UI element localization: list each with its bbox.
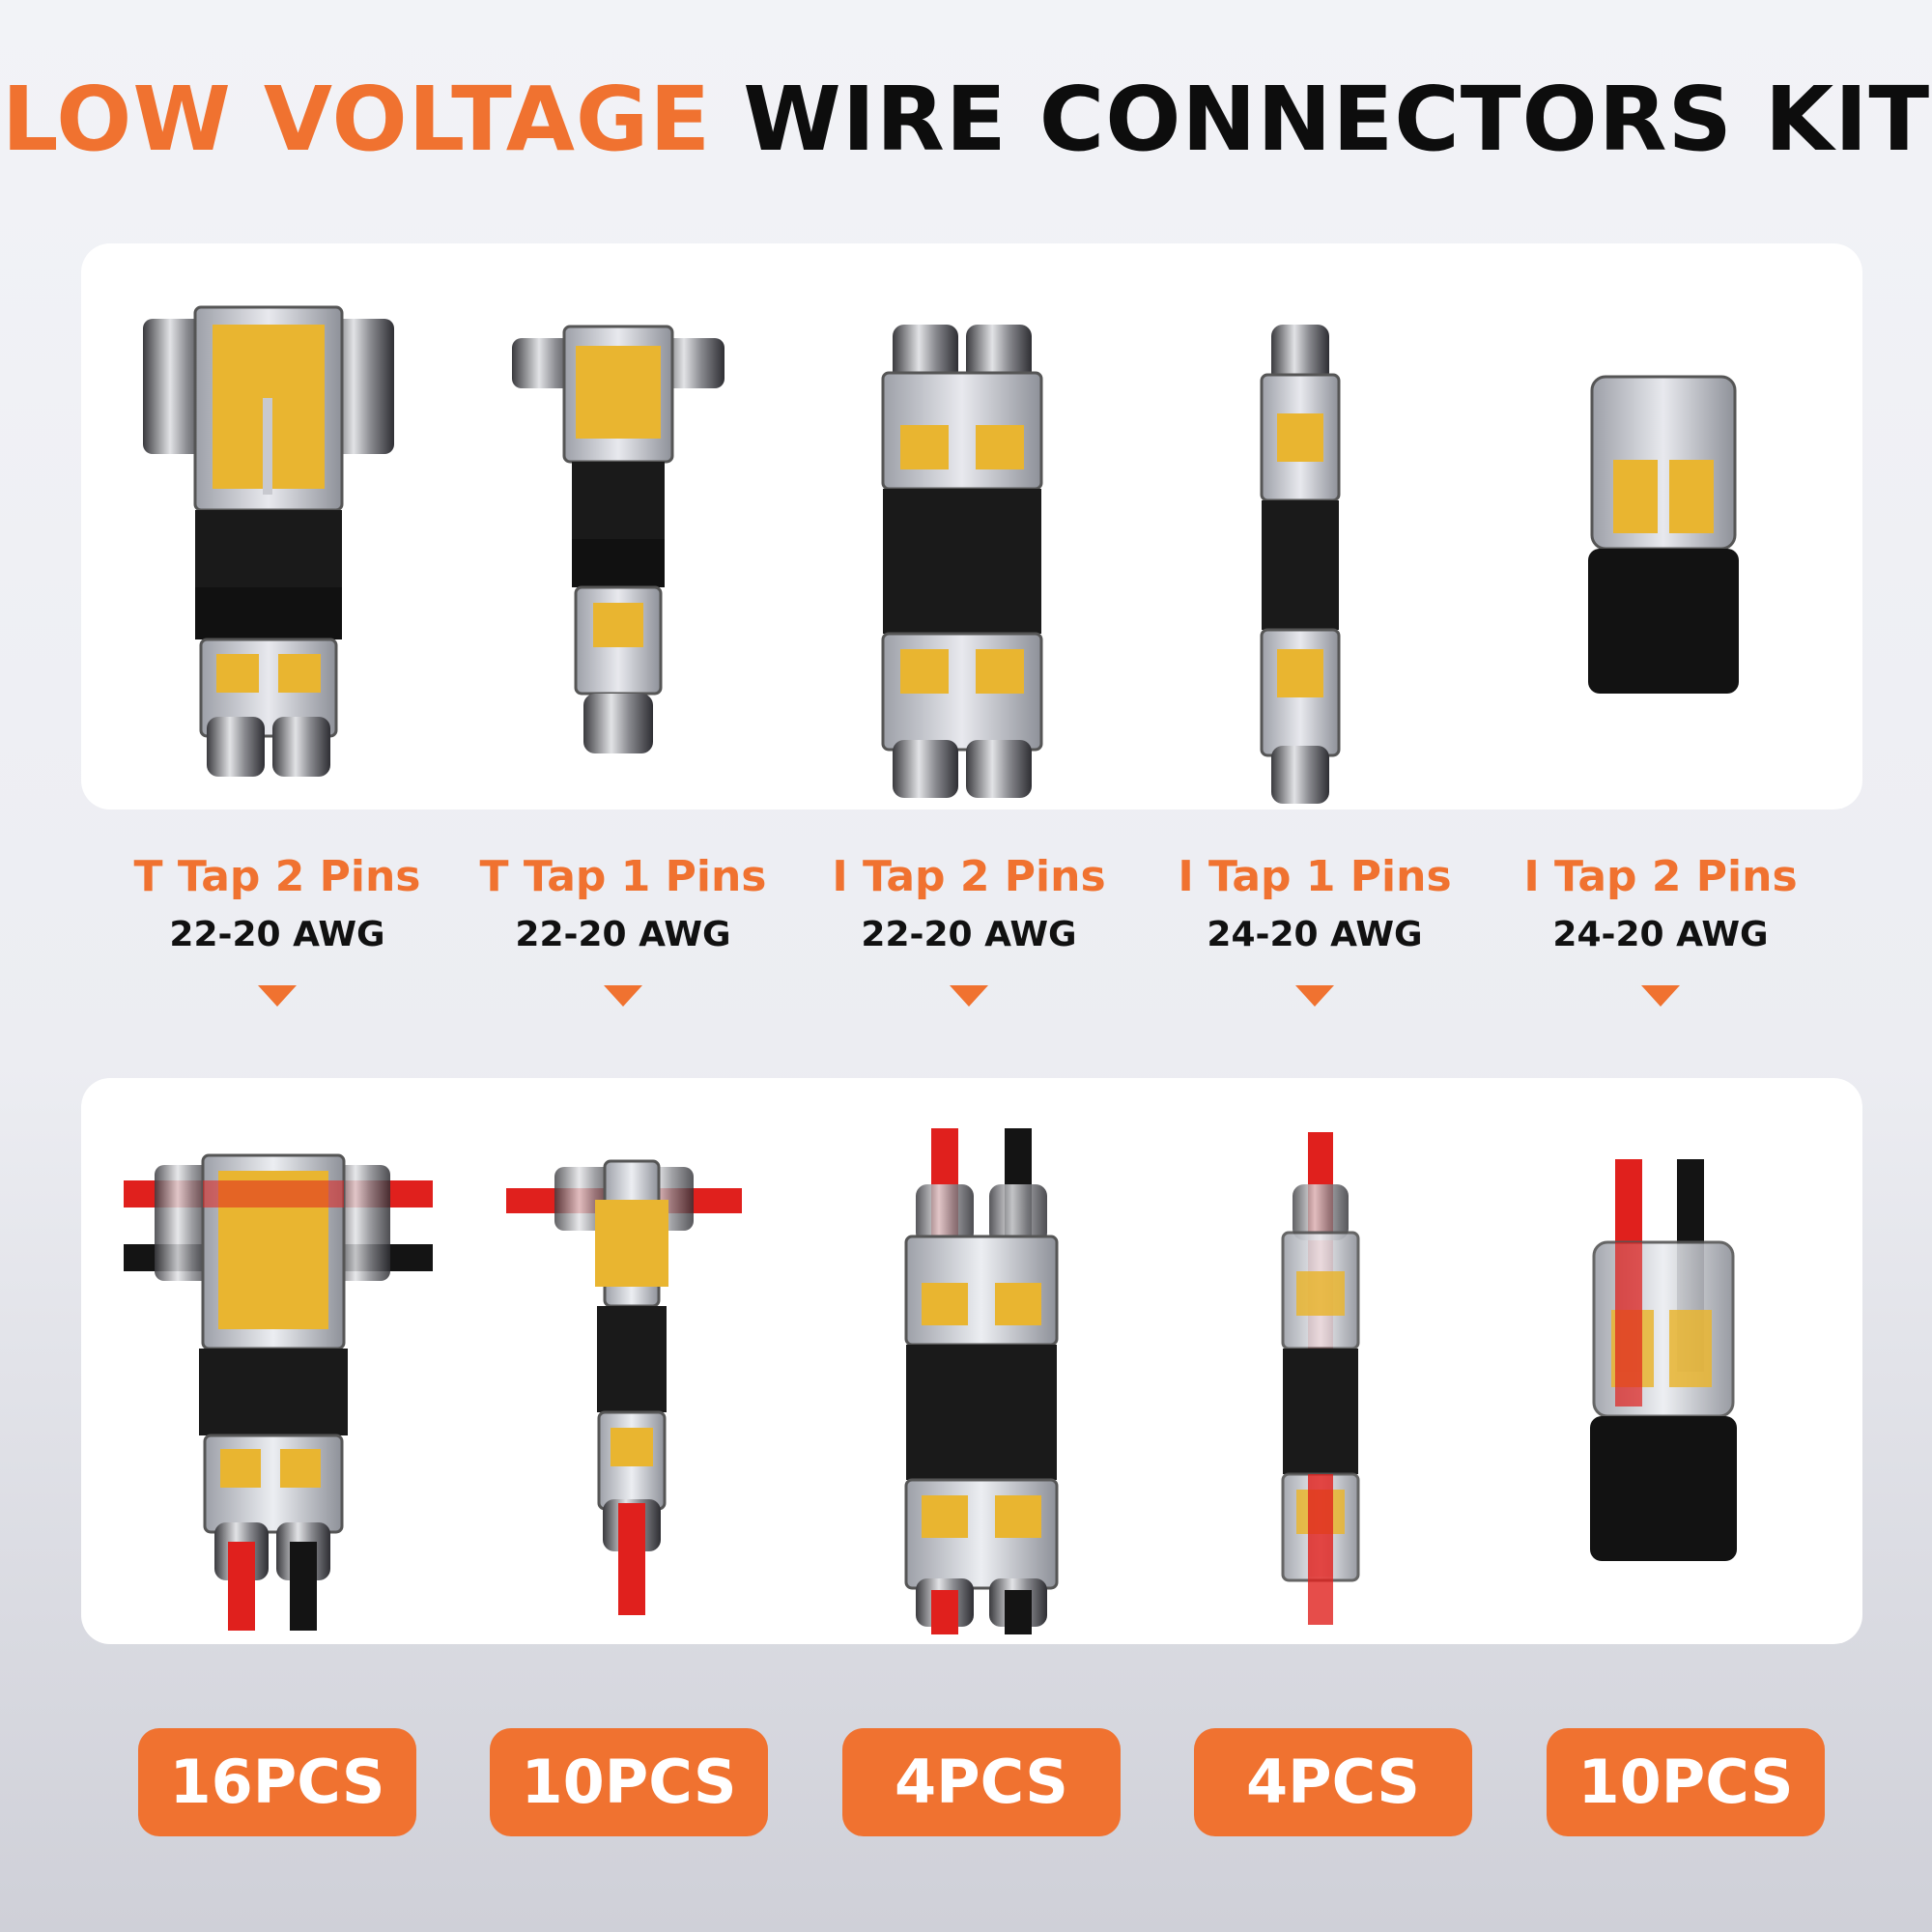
product-label-3: I Tap 2 Pins 22-20 AWG bbox=[795, 850, 1143, 1007]
product-awg: 22-20 AWG bbox=[169, 915, 385, 954]
product-label-5: I Tap 2 Pins 24-20 AWG bbox=[1487, 850, 1834, 1007]
product-name: I Tap 2 Pins bbox=[1523, 852, 1798, 901]
quantity-badge-3: 4PCS bbox=[842, 1728, 1121, 1836]
i-tap-2-pins-connector bbox=[881, 325, 1043, 798]
quantity-badge-2: 10PCS bbox=[490, 1728, 768, 1836]
connectors-illustration bbox=[143, 305, 1739, 804]
wired-connectors-illustration bbox=[124, 1128, 1737, 1634]
product-label-4: I Tap 1 Pins 24-20 AWG bbox=[1141, 850, 1489, 1007]
product-name: T Tap 1 Pins bbox=[479, 852, 767, 901]
page-title: LOW VOLTAGE WIRE CONNECTORS KIT bbox=[0, 68, 1932, 171]
product-labels: T Tap 2 Pins 22-20 AWG T Tap 1 Pins 22-2… bbox=[0, 850, 1932, 1024]
wired-connectors-panel bbox=[81, 1078, 1862, 1644]
product-name: I Tap 1 Pins bbox=[1178, 852, 1452, 901]
product-awg: 24-20 AWG bbox=[1207, 915, 1423, 954]
down-arrow-icon bbox=[1641, 985, 1680, 1007]
i-tap-2-pins-small-connector bbox=[1588, 375, 1739, 694]
product-name: T Tap 2 Pins bbox=[133, 852, 421, 901]
quantity-badge-5: 10PCS bbox=[1547, 1728, 1825, 1836]
product-awg: 22-20 AWG bbox=[861, 915, 1077, 954]
product-name: I Tap 2 Pins bbox=[832, 852, 1106, 901]
down-arrow-icon bbox=[604, 985, 642, 1007]
quantity-badge-4: 4PCS bbox=[1194, 1728, 1472, 1836]
down-arrow-icon bbox=[950, 985, 988, 1007]
title-rest: WIRE CONNECTORS KIT bbox=[743, 68, 1931, 171]
t-tap-1-pins-connector bbox=[512, 325, 724, 753]
i-tap-2-pins-wired bbox=[904, 1128, 1059, 1634]
i-tap-2-pins-small-wired bbox=[1590, 1159, 1737, 1561]
t-tap-2-pins-connector bbox=[143, 305, 394, 777]
t-tap-1-pins-wired bbox=[506, 1159, 742, 1615]
i-tap-1-pins-connector bbox=[1260, 325, 1341, 804]
quantity-badge-1: 16PCS bbox=[138, 1728, 416, 1836]
connectors-panel bbox=[81, 243, 1862, 810]
product-awg: 22-20 AWG bbox=[515, 915, 731, 954]
product-label-1: T Tap 2 Pins 22-20 AWG bbox=[103, 850, 451, 1007]
product-awg: 24-20 AWG bbox=[1552, 915, 1769, 954]
t-tap-2-pins-wired bbox=[124, 1153, 433, 1631]
title-accent: LOW VOLTAGE bbox=[1, 68, 712, 171]
down-arrow-icon bbox=[1295, 985, 1334, 1007]
down-arrow-icon bbox=[258, 985, 297, 1007]
product-label-2: T Tap 1 Pins 22-20 AWG bbox=[449, 850, 797, 1007]
i-tap-1-pins-wired bbox=[1281, 1132, 1360, 1625]
